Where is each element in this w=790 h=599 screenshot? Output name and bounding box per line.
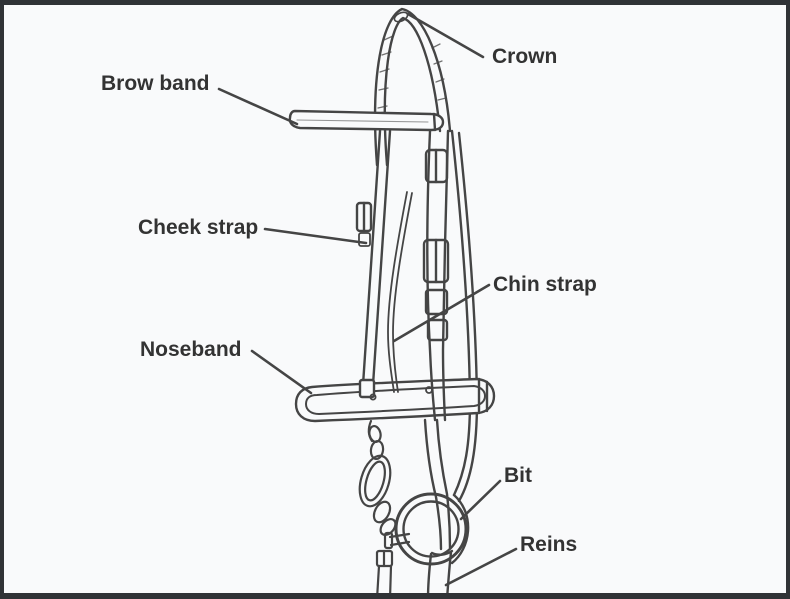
label-chin-strap: Chin strap: [493, 273, 597, 296]
noseband-drawing: [296, 379, 494, 421]
crown-strap-drawing: [375, 9, 450, 165]
label-cheek-strap: Cheek strap: [138, 216, 259, 239]
chin-strap-drawing: [388, 192, 412, 392]
leader-lines: [219, 14, 516, 585]
cheek-strap-drawing: [357, 131, 390, 400]
reins-drawing: [425, 420, 452, 599]
brow-band-drawing: [290, 111, 443, 130]
strap-hatching: [378, 36, 446, 108]
label-brow-band: Brow band: [101, 72, 210, 95]
right-cheek-strap-drawing: [452, 131, 477, 563]
label-reins: Reins: [520, 533, 578, 556]
label-crown: Crown: [492, 45, 558, 68]
label-bit: Bit: [504, 464, 532, 487]
buckled-strap-column-drawing: [424, 131, 448, 420]
label-noseband: Noseband: [140, 338, 242, 361]
